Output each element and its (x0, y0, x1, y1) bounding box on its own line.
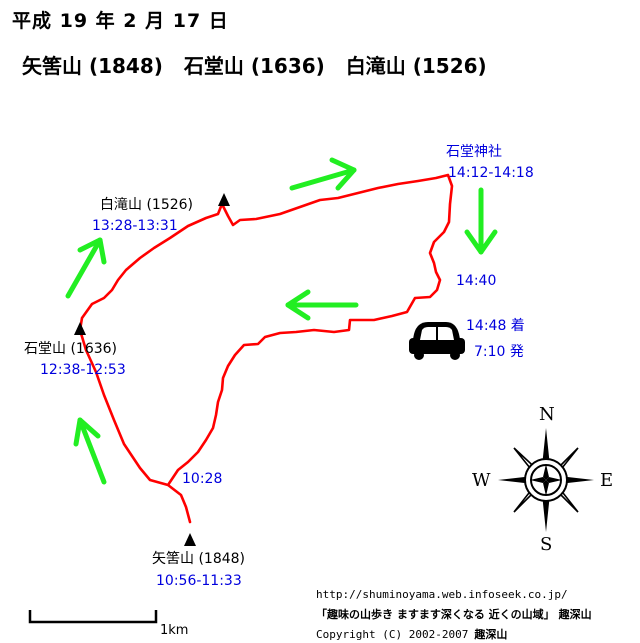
car-icon (409, 322, 465, 360)
label-yahazu-time: 10:56-11:33 (156, 573, 242, 589)
arrow-north-upper-left-icon (65, 237, 107, 299)
car-arrive-time: 14:48 着 (466, 318, 525, 334)
credit-url: http://shuminoyama.web.infoseek.co.jp/ (316, 588, 568, 601)
compass-south-label: S (540, 534, 552, 555)
credit-site-name: 「趣味の山歩き ますます深くなる 近くの山域」 (316, 607, 555, 621)
title-peak-yahazu: 矢筈山 (1848) (22, 54, 163, 78)
label-shirataki-name: 白滝山 (1526) (100, 197, 193, 213)
summit-shirataki-icon (218, 193, 230, 206)
title-peak-shirataki: 白滝山 (1526) (345, 54, 487, 78)
label-shrine-name: 石堂神社 (446, 144, 502, 160)
route-line (78, 173, 454, 524)
label-shrine-time: 14:12-14:18 (448, 165, 534, 181)
label-checkpoint-1028: 10:28 (182, 471, 222, 487)
label-yahazu-name: 矢筈山 (1848) (152, 551, 245, 567)
arrow-north-lower-left-icon (73, 417, 107, 485)
map-date: 平成 19 年 2 月 17 日 (12, 10, 229, 32)
label-ishido-time: 12:38-12:53 (40, 362, 126, 378)
label-checkpoint-1440: 14:40 (456, 273, 496, 289)
compass-east-label: E (600, 470, 613, 491)
summit-ishido-icon (74, 322, 86, 335)
compass-west-label: W (472, 470, 491, 491)
credit-copyright: Copyright (C) 2002-2007 趣深山 (316, 627, 507, 641)
credit-site: 「趣味の山歩き ますます深くなる 近くの山域」趣深山 (316, 607, 592, 621)
car-depart-time: 7:10 発 (474, 344, 524, 360)
compass-north-label: N (539, 404, 555, 425)
arrow-south-right-icon (464, 187, 498, 255)
scale-label: 1km (160, 623, 188, 638)
label-ishido-name: 石堂山 (1636) (24, 341, 117, 357)
scale-bar (28, 610, 158, 624)
credit-site-author: 趣深山 (558, 607, 592, 621)
label-shirataki-time: 13:28-13:31 (92, 218, 178, 234)
compass-rose-icon (498, 428, 594, 532)
summit-yahazu-icon (184, 533, 196, 546)
map-title: 矢筈山 (1848) 石堂山 (1636) 白滝山 (1526) (22, 50, 501, 79)
title-peak-ishido: 石堂山 (1636) (183, 54, 325, 78)
credit-copyright-text: Copyright (C) 2002-2007 (316, 628, 468, 641)
credit-copyright-author: 趣深山 (473, 627, 507, 641)
arrow-west-middle-icon (285, 289, 359, 321)
arrow-northeast-top-icon (289, 157, 357, 191)
